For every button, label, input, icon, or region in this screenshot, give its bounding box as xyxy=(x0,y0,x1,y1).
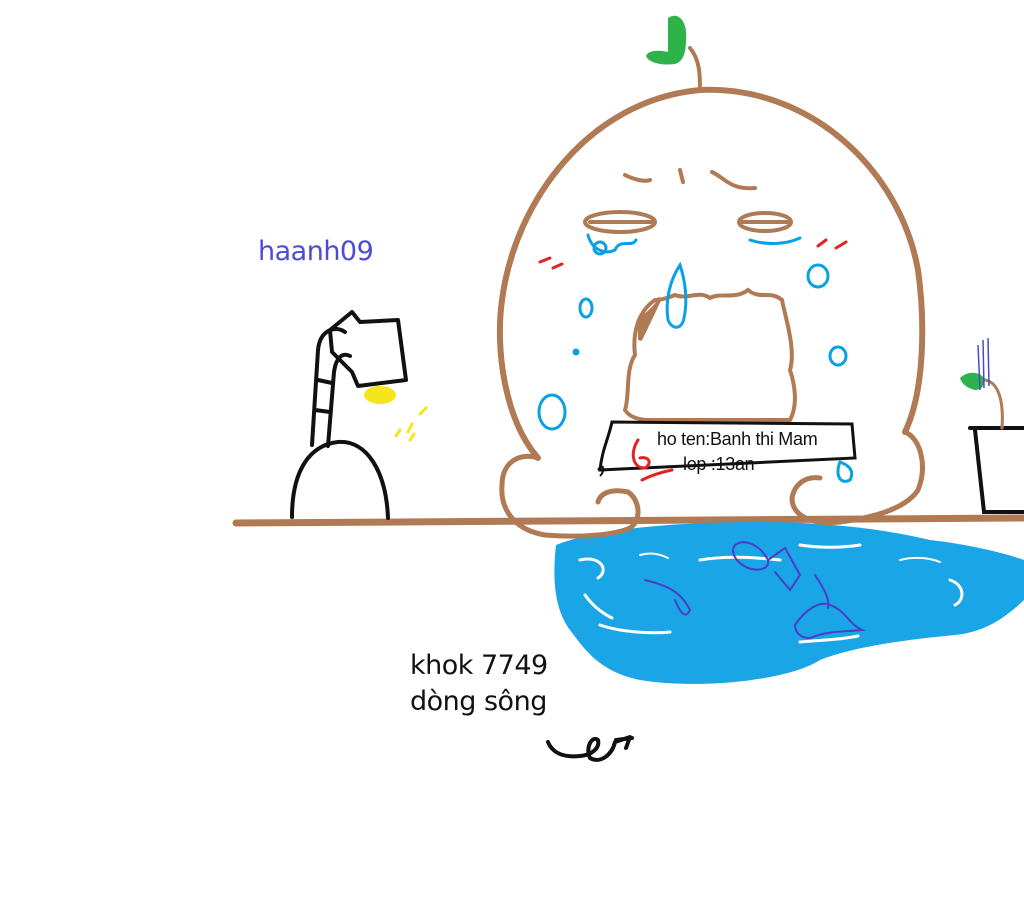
desk-lamp xyxy=(290,310,408,520)
lamp-light xyxy=(364,386,428,442)
caption-line-2: dòng sông xyxy=(410,686,547,717)
sign-class-line: lop :13an xyxy=(683,454,755,474)
name-sign xyxy=(597,420,857,482)
ground-line xyxy=(232,514,1024,527)
sign-name-line: ho ten:Banh thi Mam xyxy=(657,429,818,449)
plant-pot xyxy=(960,337,1024,514)
sprout-leaves xyxy=(646,15,687,65)
tears xyxy=(537,233,854,483)
squiggle-doodle xyxy=(546,735,634,762)
caption-line-1: khok 7749 xyxy=(410,650,548,681)
fish-scribbles xyxy=(644,541,866,640)
blush-marks xyxy=(538,238,848,270)
face xyxy=(583,168,797,422)
tear-puddle xyxy=(554,522,1024,684)
crying-mushroom xyxy=(496,46,926,539)
author-label: haanh09 xyxy=(258,236,374,267)
